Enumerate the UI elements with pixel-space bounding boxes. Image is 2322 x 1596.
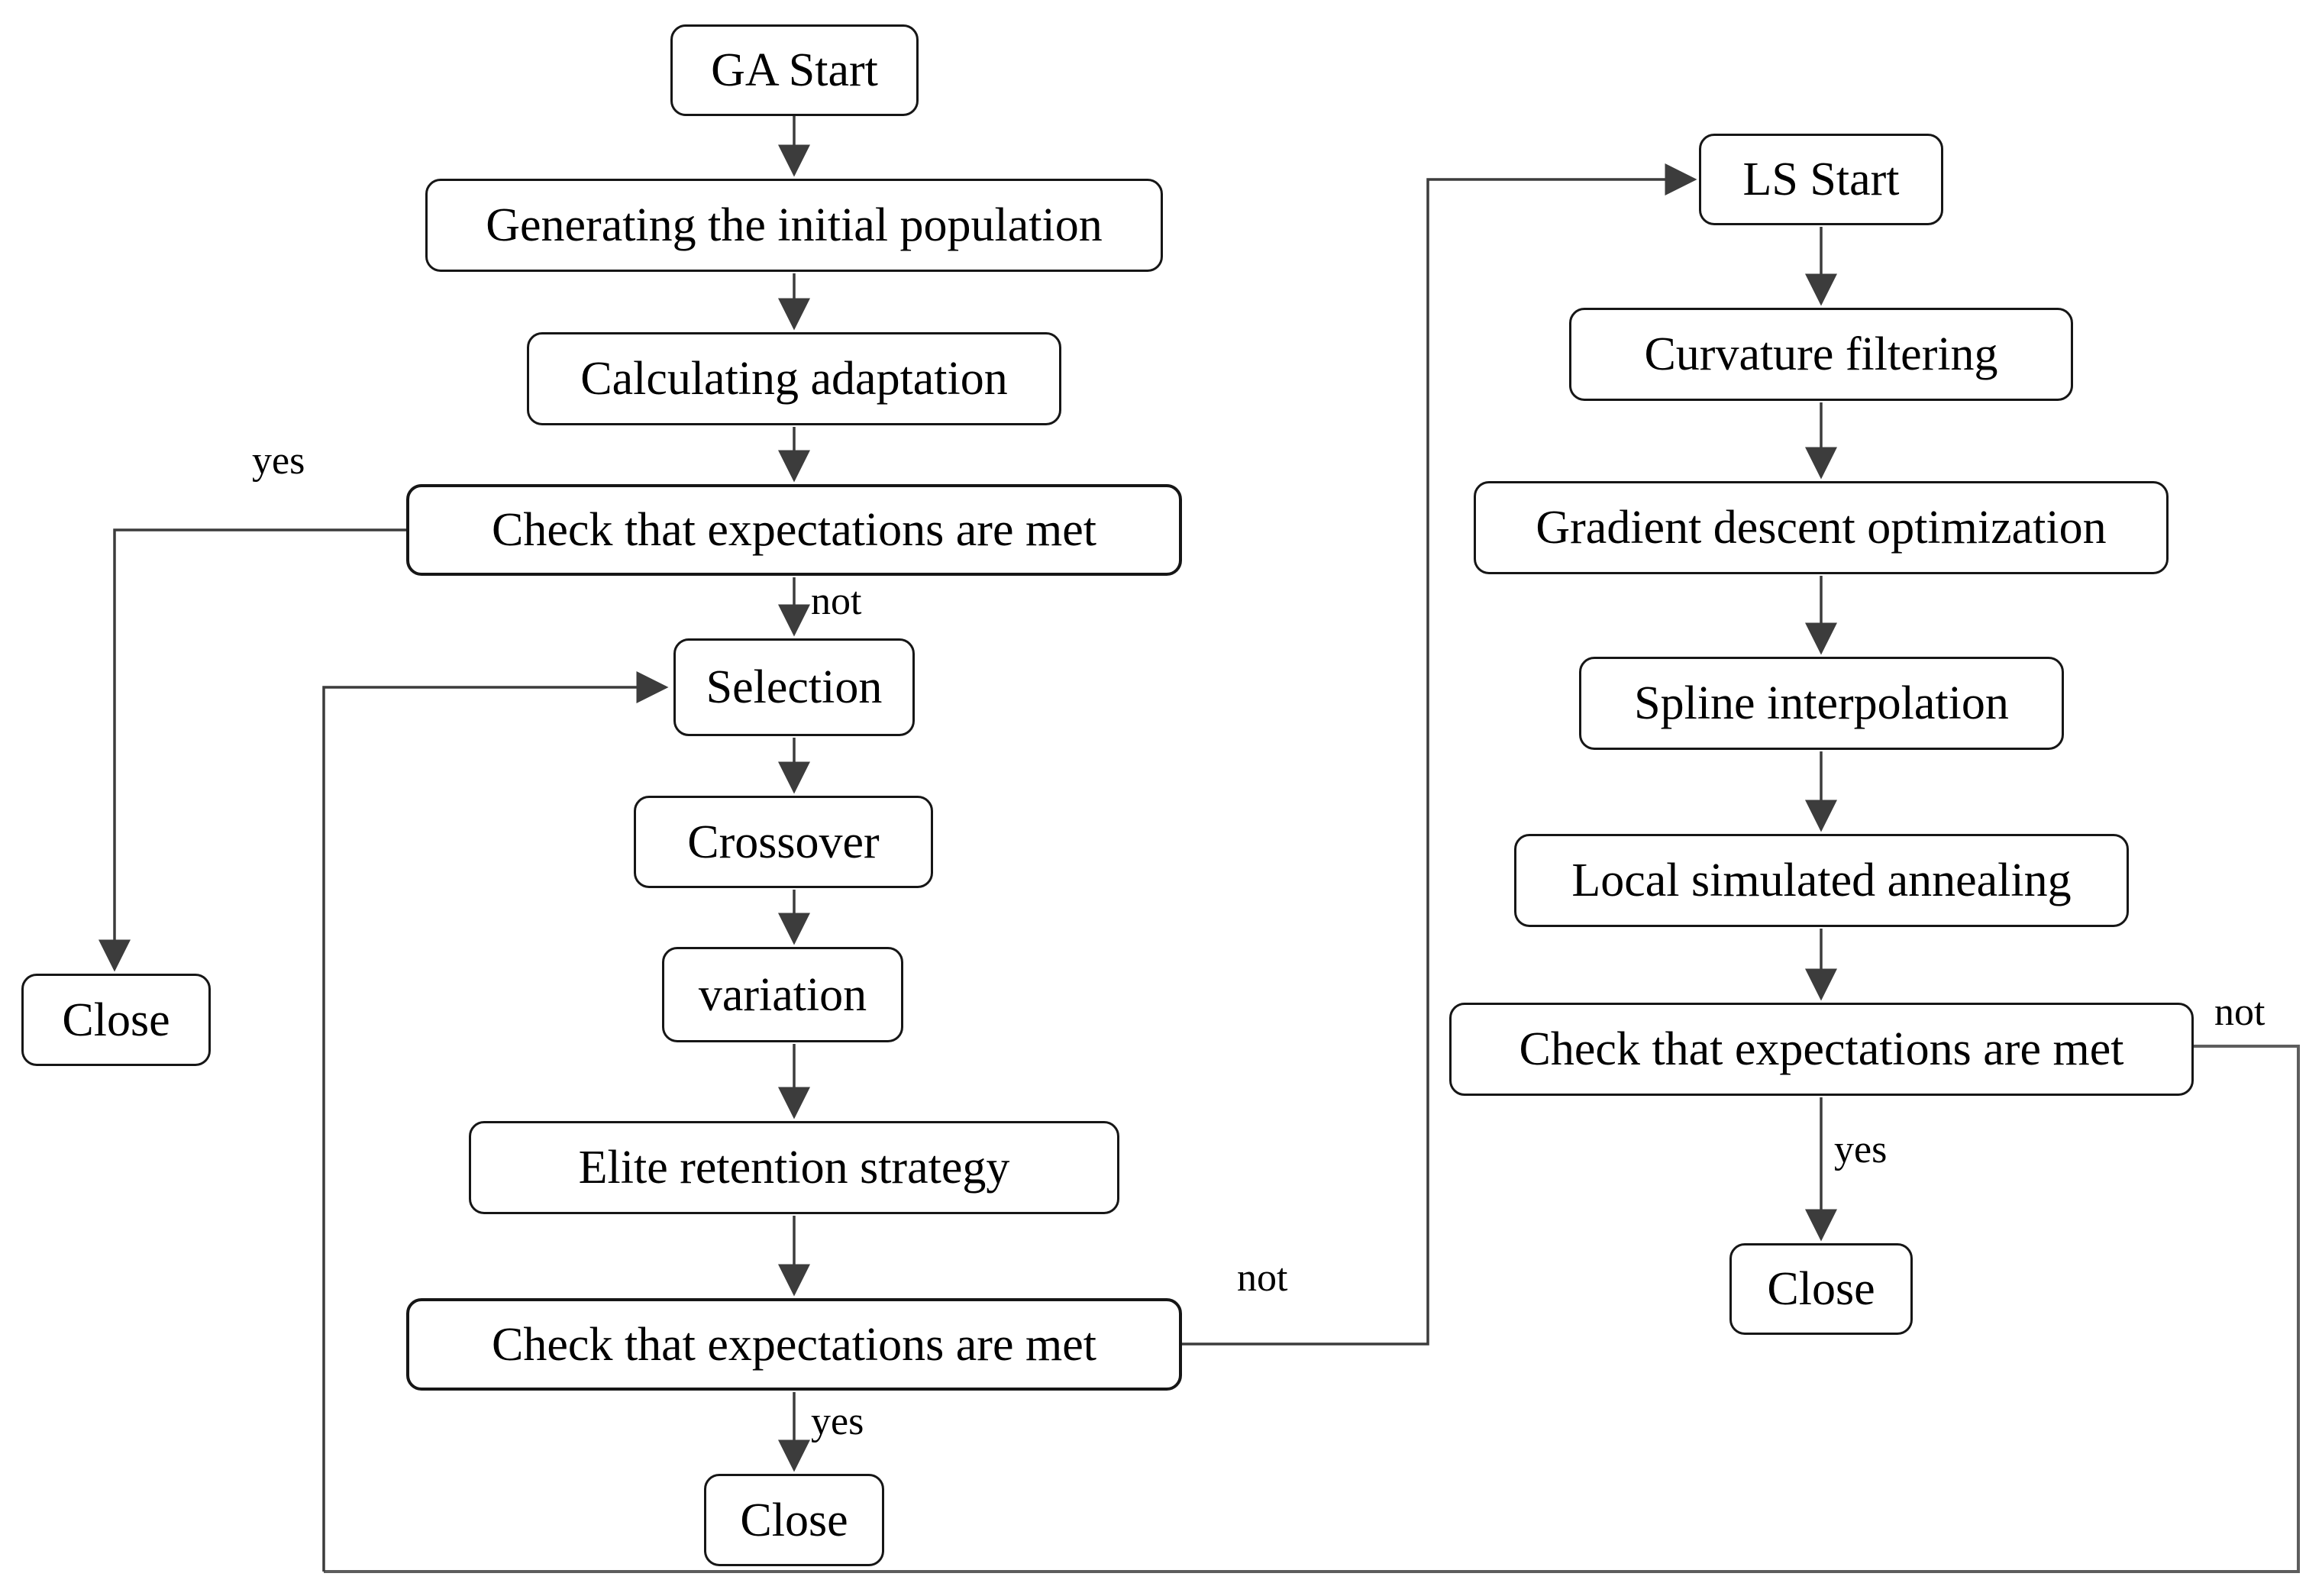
node-elite-retention-strategy: Elite retention strategy bbox=[469, 1121, 1119, 1214]
node-generating-initial-population: Generating the initial population bbox=[425, 179, 1163, 272]
edge-label-check2-yes: yes bbox=[811, 1400, 864, 1443]
node-close-early: Close bbox=[21, 974, 211, 1066]
edge-check1-yes-to-close-left bbox=[98, 528, 406, 972]
edge-label-check1-not: not bbox=[811, 580, 862, 623]
node-crossover: Crossover bbox=[634, 796, 933, 888]
node-ls-start: LS Start bbox=[1699, 134, 1943, 225]
node-calculating-adaptation: Calculating adaptation bbox=[527, 332, 1061, 425]
node-gradient-descent-optimization: Gradient descent optimization bbox=[1474, 481, 2169, 574]
node-selection: Selection bbox=[673, 638, 915, 736]
edge-label-check3-yes: yes bbox=[1834, 1128, 1888, 1171]
node-close-ls: Close bbox=[1729, 1243, 1913, 1335]
node-check-expectations-ga: Check that expectations are met bbox=[406, 484, 1182, 576]
node-check-expectations-ls: Check that expectations are met bbox=[1449, 1003, 2194, 1096]
node-variation: variation bbox=[662, 947, 903, 1042]
node-close-ga: Close bbox=[704, 1474, 884, 1566]
edge-label-check1-yes: yes bbox=[252, 439, 305, 483]
edge-label-check2-not: not bbox=[1237, 1256, 1288, 1300]
node-local-simulated-annealing: Local simulated annealing bbox=[1514, 834, 2129, 927]
node-curvature-filtering: Curvature filtering bbox=[1569, 308, 2073, 401]
edge-check3-not-to-selection bbox=[322, 671, 669, 1572]
edge-check3-not-loop-segment bbox=[324, 1045, 2300, 1573]
node-check-expectations-ga-loop: Check that expectations are met bbox=[406, 1298, 1182, 1391]
edge-label-check3-not: not bbox=[2214, 990, 2265, 1034]
node-ga-start: GA Start bbox=[670, 24, 919, 116]
edge-check2-not-to-ls-start bbox=[1182, 163, 1697, 1346]
node-spline-interpolation: Spline interpolation bbox=[1579, 657, 2064, 750]
